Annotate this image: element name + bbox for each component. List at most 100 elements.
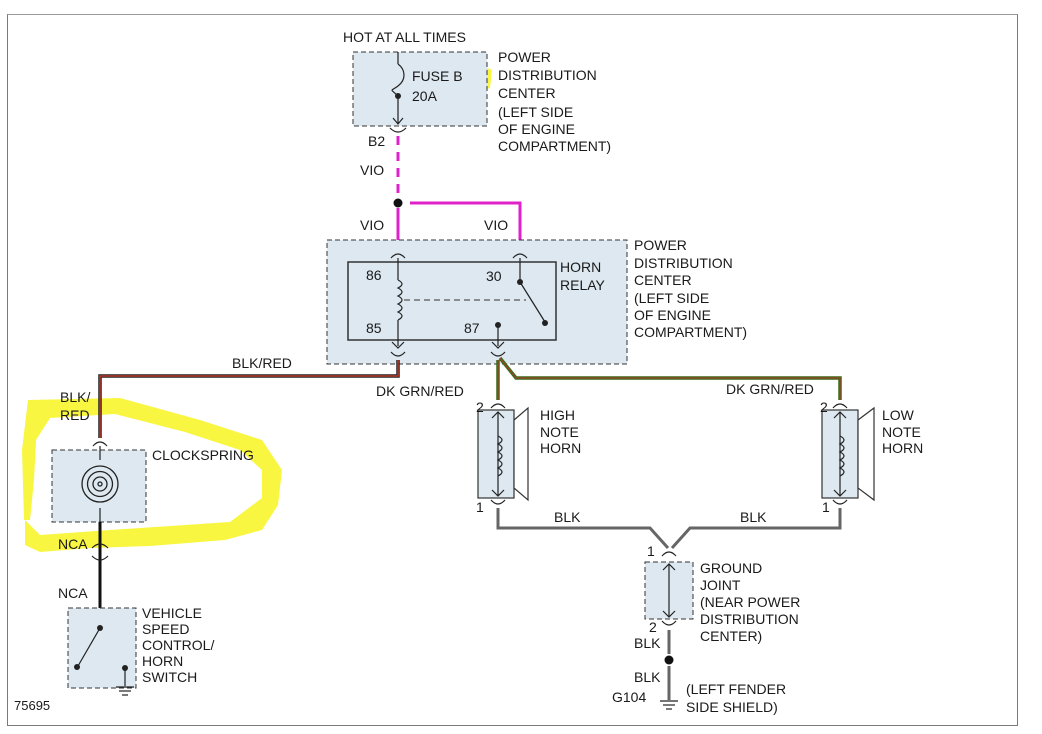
horn-switch-line-4: HORN (142, 653, 183, 669)
nca-lower-label: NCA (58, 585, 88, 601)
blk-right-label: BLK (740, 509, 767, 525)
relay-pdc-line-4: (LEFT SIDE (634, 290, 709, 306)
low-horn-pin-top: 2 (820, 399, 828, 415)
diagram-frame (7, 14, 1018, 726)
clockspring-spiral-icon (81, 465, 119, 503)
ground-joint-line-5: CENTER) (700, 628, 762, 644)
high-horn-top-connector (490, 403, 506, 409)
horn-switch-node-left (74, 664, 80, 670)
low-note-horn-bell (857, 406, 875, 502)
high-horn-pin-bottom: 1 (476, 499, 484, 515)
ground-joint-line-1: GROUND (700, 560, 762, 576)
relay-switch-arm (519, 281, 546, 323)
blk-left-label: BLK (554, 509, 581, 525)
figure-number: 75695 (14, 698, 50, 713)
dk-grn-red-left-label: DK GRN/RED (376, 383, 464, 399)
pin-87-label: 87 (464, 320, 480, 336)
low-horn-coil-icon (838, 435, 845, 477)
fuse-b-label: FUSE B (412, 68, 463, 84)
horn-relay-body (347, 261, 557, 341)
pin-85-out-connector (390, 351, 406, 357)
pdc-top-line-1: POWER (498, 49, 551, 65)
pin-85-label: 85 (366, 320, 382, 336)
nca-connector-a (91, 543, 109, 549)
pin-86-connector (390, 253, 406, 259)
blk-wire-left (496, 508, 670, 550)
horn-switch-box (67, 607, 137, 689)
low-horn-bottom-arrow (833, 489, 847, 497)
pin-30-connector (512, 253, 528, 259)
ground-joint-bottom-connector (661, 620, 677, 626)
high-note-horn-body (477, 409, 515, 499)
high-horn-bottom-arrow (491, 489, 505, 497)
pdc-top-line-4: (LEFT SIDE (498, 104, 573, 120)
high-horn-coil-icon (496, 435, 503, 477)
ground-joint-line-4: DISTRIBUTION (700, 611, 799, 627)
horn-relay-label-1: HORN (560, 259, 601, 275)
ground-location-line-2: SIDE SHIELD) (686, 699, 778, 715)
vio-splice-node (393, 198, 403, 208)
blk-red-wire (99, 360, 399, 438)
low-horn-top-connector (832, 403, 848, 409)
high-horn-line-1: HIGH (540, 407, 575, 423)
pin-87-out-connector (490, 351, 506, 357)
vio-left-label: VIO (360, 217, 384, 233)
dk-grn-red-wire-right (499, 357, 841, 400)
ground-id-label: G104 (612, 689, 646, 705)
high-horn-pin-top: 2 (476, 399, 484, 415)
pin-30-label: 30 (486, 268, 502, 284)
pin-85-arrow (391, 341, 405, 349)
relay-arm-tip-node (542, 320, 548, 326)
blk-wire-right (670, 508, 842, 550)
horn-switch-line-1: VEHICLE (142, 605, 202, 621)
pin-87-arrow (491, 341, 505, 349)
vio-wire-right (410, 201, 522, 252)
fuse-arrow (392, 117, 404, 125)
relay-pdc-box (326, 239, 628, 365)
ground-joint-line-2: JOINT (700, 577, 741, 593)
clockspring-wire-label-2: RED (60, 407, 90, 423)
relay-pdc-line-5: OF ENGINE (634, 307, 711, 323)
horn-relay-label-2: RELAY (560, 277, 606, 293)
ground-joint-pin-bottom: 2 (649, 619, 657, 635)
horn-switch-line-5: SWITCH (142, 669, 197, 685)
high-horn-line-2: NOTE (540, 424, 579, 440)
horn-switch-line-2: SPEED (142, 621, 189, 637)
ground-joint-pin-top: 1 (647, 543, 655, 559)
ground-joint-line-3: (NEAR POWER (700, 594, 800, 610)
hot-at-all-times-label: HOT AT ALL TIMES (343, 29, 466, 45)
ground-g104-icon (660, 700, 678, 710)
clockspring-label: CLOCKSPRING (152, 447, 254, 463)
low-horn-line-3: HORN (882, 440, 923, 456)
pdc-top-line-6: COMPARTMENT) (498, 138, 611, 154)
pdc-top-line-5: OF ENGINE (498, 121, 575, 137)
low-horn-line-1: LOW (882, 407, 915, 423)
relay-pdc-line-1: POWER (634, 237, 687, 253)
high-note-horn-bell (513, 406, 529, 502)
nca-connector-b (91, 555, 109, 561)
relay-coil-icon (396, 279, 403, 321)
pdc-fuse-box (352, 51, 488, 127)
low-horn-line-2: NOTE (882, 424, 921, 440)
blk-ground-lower-label: BLK (634, 669, 661, 685)
horn-switch-arm (77, 627, 101, 667)
blk-red-wire-outline (98, 360, 400, 438)
vio-top-label: VIO (360, 162, 384, 178)
clockspring-top-connector (92, 441, 108, 447)
blk-red-wire-label: BLK/RED (232, 355, 292, 371)
relay-pdc-line-6: COMPARTMENT) (634, 324, 747, 340)
pdc-top-line-2: DISTRIBUTION (498, 67, 597, 83)
b2-connector (389, 127, 407, 133)
ground-location-line-1: (LEFT FENDER (686, 681, 786, 697)
dk-grn-red-right-label: DK GRN/RED (726, 381, 814, 397)
vio-right-label: VIO (484, 217, 508, 233)
highlight-clockspring (22, 398, 282, 552)
b2-connector-label: B2 (368, 133, 385, 149)
ground-joint-bottom-arrow (662, 610, 676, 618)
relay-pdc-line-2: DISTRIBUTION (634, 255, 733, 271)
fuse-b-symbol (391, 63, 405, 97)
low-horn-bottom-connector (832, 499, 848, 505)
high-horn-line-3: HORN (540, 440, 581, 456)
blk-ground-splice (664, 655, 674, 665)
pdc-top-line-3: CENTER (498, 85, 556, 101)
